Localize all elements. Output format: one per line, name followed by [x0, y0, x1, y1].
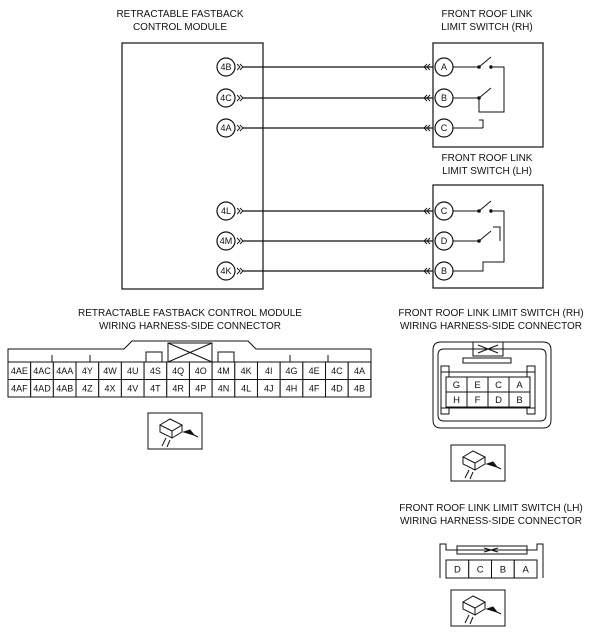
module-connector-pin-label: 4A — [354, 366, 365, 376]
rh-connector-pin-label: D — [495, 395, 502, 406]
module-connector-pin-label: 4H — [286, 383, 298, 393]
switch-rh-box — [432, 42, 544, 148]
module-connector-pin-label: 4U — [127, 366, 139, 376]
lh-connector-view-icon — [450, 589, 506, 627]
module-connector-pin-label: 4X — [105, 383, 116, 393]
rh-connector-pin-label: F — [475, 395, 481, 406]
module-connector-pin-label: 4Z — [82, 383, 93, 393]
module-connector-pin-label: 4S — [150, 366, 161, 376]
module-pin-4l — [216, 201, 236, 221]
module-connector-title-line1: RETRACTABLE FASTBACK CONTROL MODULE — [78, 308, 302, 319]
module-connector-grid: 4AE 4AC 4AA 4Y 4W 4U 4S 4Q 4O 4M 4K 4I 4G 4E 4C 4A 4AF 4A… — [7, 361, 372, 398]
rh-connector-pin-label: A — [516, 380, 523, 391]
switch-rh-title-line1: FRONT ROOF LINK — [442, 9, 533, 20]
module-pin-label: 4A — [220, 123, 231, 133]
module-connector-pin-label: 4L — [241, 383, 251, 393]
lh-connector-pin-label: B — [500, 564, 506, 575]
rh-connector-view-icon — [450, 444, 506, 482]
module-pin-4m — [216, 231, 236, 251]
rh-connector-title-line1: FRONT ROOF LINK LIMIT SWITCH (RH) — [398, 308, 583, 319]
module-title-line1: RETRACTABLE FASTBACK — [116, 9, 243, 20]
module-connector-pin-label: 4N — [218, 383, 230, 393]
lh-connector-title-line1: FRONT ROOF LINK LIMIT SWITCH (LH) — [399, 503, 583, 514]
module-connector-pin-label: 4J — [264, 383, 274, 393]
module-pin-label: 4K — [220, 266, 231, 276]
switch-rh-pin-label: B — [441, 93, 447, 103]
wires — [243, 66, 433, 272]
module-connector-pin-label: 4AF — [11, 383, 28, 393]
module-pin-4k — [216, 261, 236, 281]
module-pin-label: 4C — [220, 93, 232, 103]
module-connector-pin-label: 4R — [172, 383, 184, 393]
switch-lh-title-line2: LIMIT SWITCH (LH) — [442, 166, 532, 177]
module-pin-label: 4B — [220, 62, 231, 72]
module-connector-pin-label: 4D — [331, 383, 343, 393]
switch-lh-pin-label: D — [441, 236, 448, 246]
rh-connector-pin-label: C — [495, 380, 502, 391]
rh-connector-pin-label: B — [516, 395, 522, 406]
module-connector-pin-label: 4W — [103, 366, 117, 376]
module-connector-pin-label: 4AB — [56, 383, 73, 393]
module-connector-pin-label: 4AD — [33, 383, 51, 393]
switch-lh-internal — [453, 200, 505, 272]
module-connector-pin-label: 4Q — [172, 366, 184, 376]
switch-rh-pin-label: A — [441, 62, 447, 72]
switch-lh-box — [432, 184, 544, 289]
lh-connector-pin-label: C — [477, 564, 484, 575]
module-connector-pin-label: 4AE — [11, 366, 28, 376]
module-pin-label: 4M — [220, 236, 233, 246]
module-connector-pin-label: 4P — [195, 383, 206, 393]
lh-connector-title-line2: WIRING HARNESS-SIDE CONNECTOR — [400, 516, 582, 527]
module-connector-pin-label: 4K — [241, 366, 252, 376]
module-connector-title-line2: WIRING HARNESS-SIDE CONNECTOR — [99, 321, 281, 332]
module-side-chevrons — [236, 63, 244, 275]
module-pin-4b — [216, 57, 236, 77]
module-pin-label: 4L — [221, 206, 231, 216]
module-connector-view-icon — [147, 412, 203, 450]
switch-rh-title-line2: LIMIT SWITCH (RH) — [441, 22, 532, 33]
module-connector-pin-label: 4F — [309, 383, 320, 393]
module-connector-pin-label: 4AA — [56, 366, 73, 376]
rh-connector-title-line2: WIRING HARNESS-SIDE CONNECTOR — [400, 321, 582, 332]
switch-lh-title-line1: FRONT ROOF LINK — [442, 153, 533, 164]
module-connector-pin-label: 4M — [217, 366, 230, 376]
switch-lh-pin-label: C — [441, 206, 448, 216]
rh-connector-pin-label: H — [453, 395, 460, 406]
control-module-box — [121, 42, 264, 290]
module-connector-pin-label: 4E — [309, 366, 320, 376]
switch-rh-pin-label: C — [441, 123, 448, 133]
module-pin-4c — [216, 88, 236, 108]
rh-connector-cell — [508, 391, 531, 408]
lh-connector-cell — [513, 559, 538, 579]
module-title-line2: CONTROL MODULE — [133, 22, 227, 33]
module-connector-pin-label: 4V — [127, 383, 138, 393]
lh-connector-pin-label: A — [522, 564, 529, 575]
switch-rh-internal — [453, 56, 505, 129]
module-connector-pin-label: 4B — [354, 383, 365, 393]
rh-connector-grid: G E C A H F D B — [445, 376, 531, 408]
module-connector-pin-label: 4G — [285, 366, 297, 376]
module-connector-pin-label: 4AC — [33, 366, 51, 376]
module-connector-pin-label: 4T — [150, 383, 161, 393]
module-connector-cell — [347, 379, 372, 398]
rh-connector-pin-label: G — [453, 380, 460, 391]
module-pin-4a — [216, 118, 236, 138]
module-connector-pin-label: 4O — [195, 366, 207, 376]
lh-connector-pin-label: D — [454, 564, 461, 575]
module-connector-pin-label: 4I — [265, 366, 273, 376]
switch-side-chevrons — [423, 63, 431, 275]
module-connector-pin-label: 4C — [331, 366, 343, 376]
switch-lh-pin-label: B — [441, 266, 447, 276]
module-connector-pin-label: 4Y — [82, 366, 93, 376]
rh-connector-pin-label: E — [474, 380, 480, 391]
